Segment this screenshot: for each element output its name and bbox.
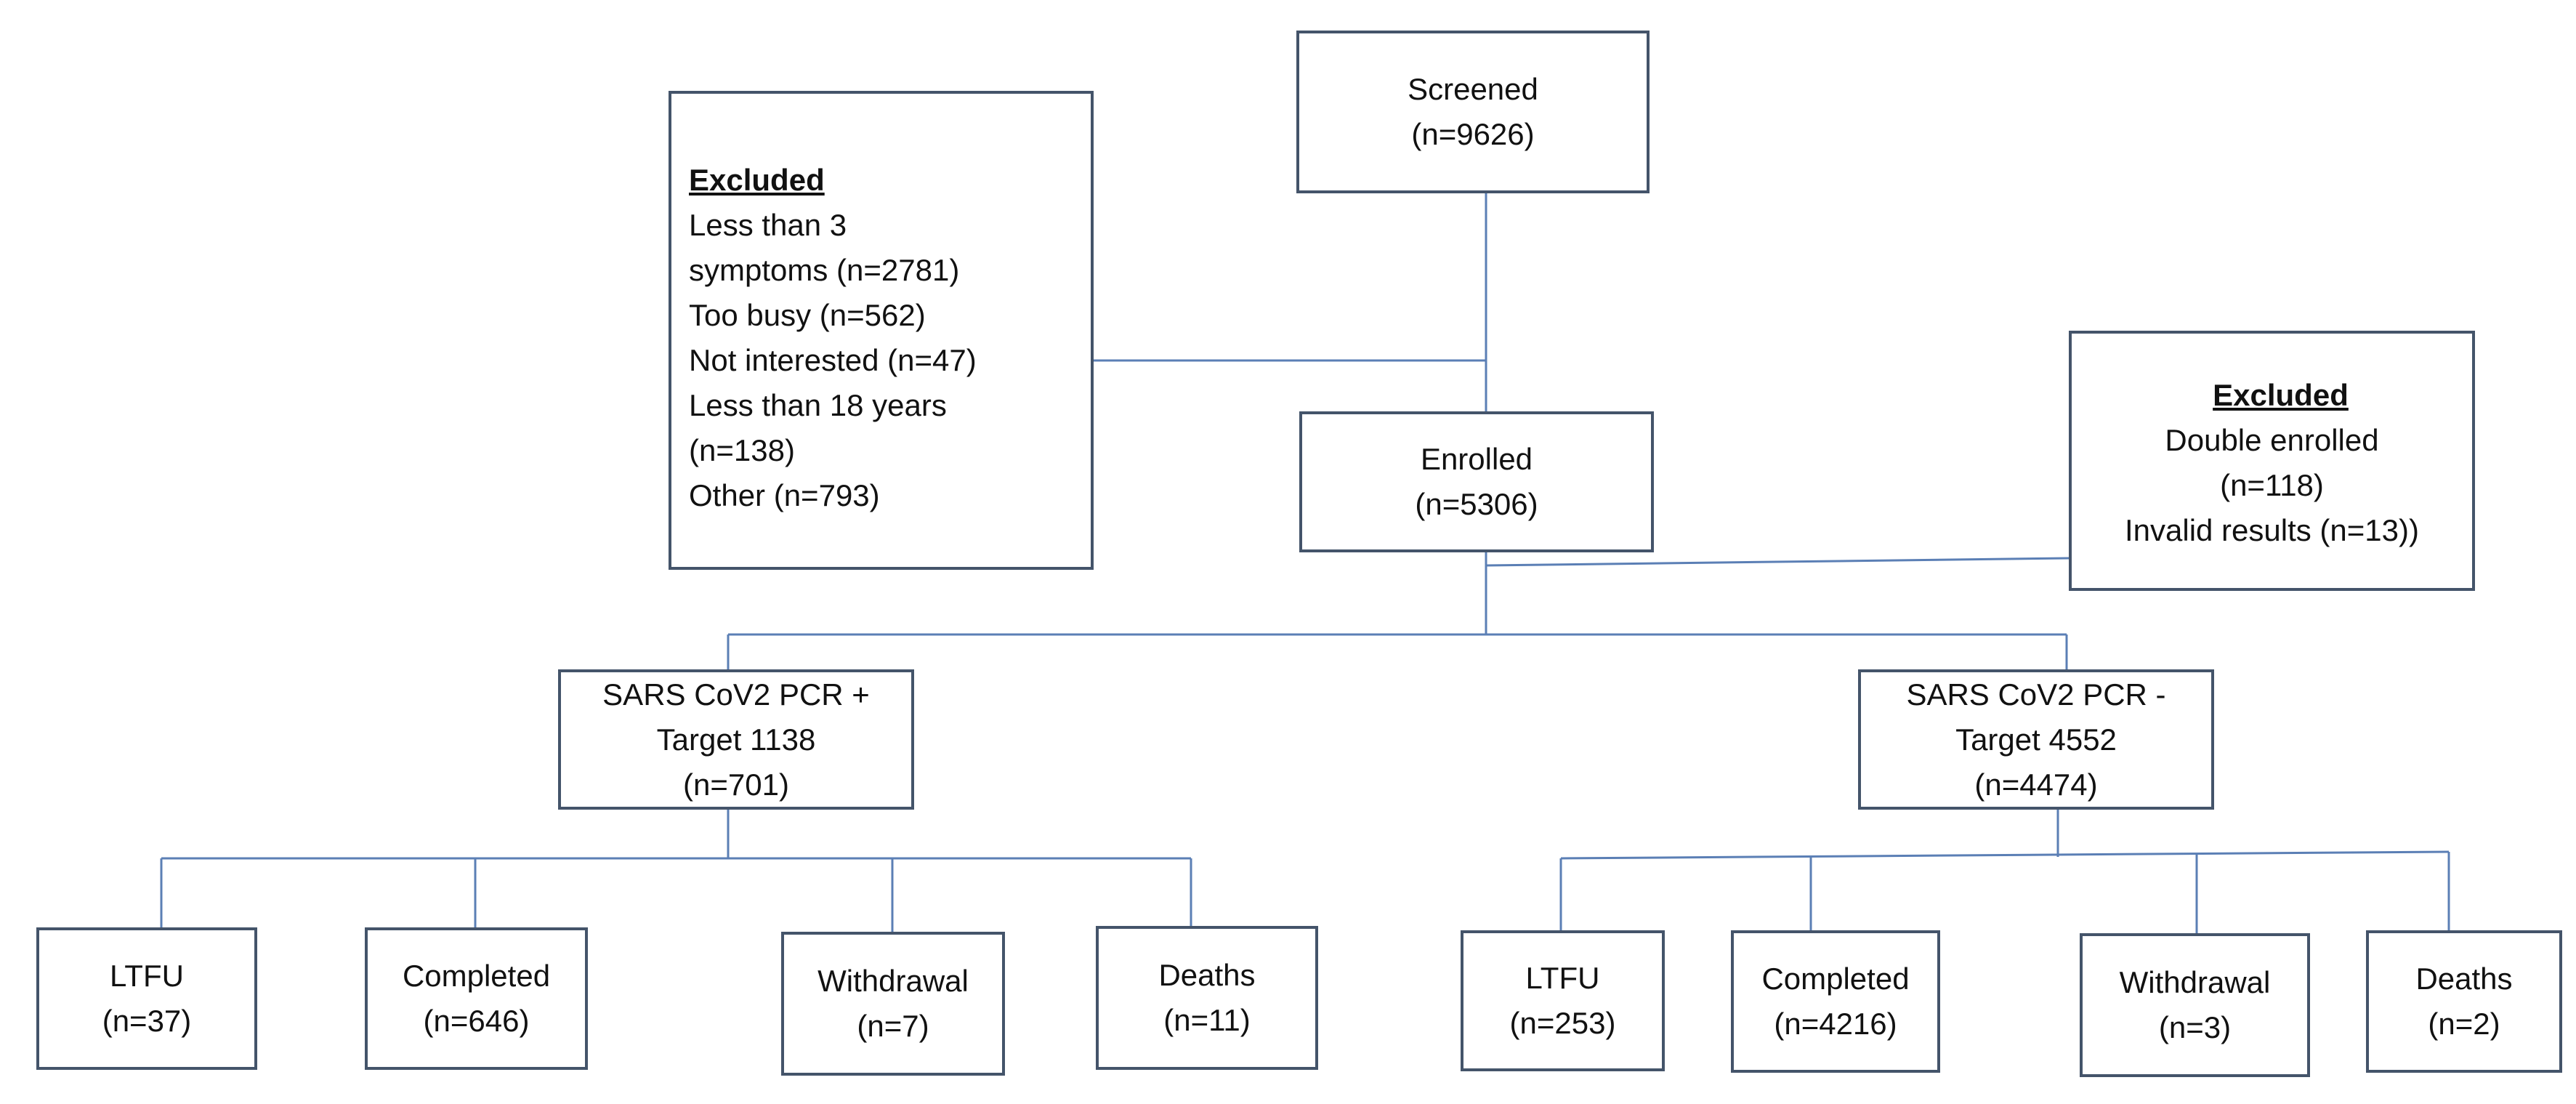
outcome-count: (n=11) bbox=[1163, 1003, 1251, 1037]
outcome-count: (n=2) bbox=[2428, 1007, 2500, 1041]
pcr-positive-count: (n=701) bbox=[683, 767, 789, 802]
screened-count: (n=9626) bbox=[1411, 117, 1535, 151]
excluded-screening-reason: (n=138) bbox=[689, 433, 795, 467]
excluded-screening-reason: Too busy (n=562) bbox=[689, 298, 926, 332]
excluded-enrollment-heading: Excluded bbox=[2213, 378, 2349, 412]
excluded-screening-reason: Other (n=793) bbox=[689, 478, 880, 512]
outcome-box-positive-ltfu: LTFU (n=37) bbox=[36, 927, 257, 1070]
outcome-box-positive-completed: Completed (n=646) bbox=[365, 927, 588, 1070]
enrolled-count: (n=5306) bbox=[1415, 487, 1538, 521]
excluded-screening-reason: Less than 18 years bbox=[689, 388, 947, 422]
outcome-label: Withdrawal bbox=[2119, 965, 2271, 999]
excluded-screening-reason: Less than 3 bbox=[689, 208, 847, 242]
outcome-label: LTFU bbox=[1525, 961, 1600, 995]
pcr-negative-box: SARS CoV2 PCR - Target 4552 (n=4474) bbox=[1858, 669, 2214, 810]
pcr-positive-box: SARS CoV2 PCR + Target 1138 (n=701) bbox=[558, 669, 914, 810]
outcome-label: Completed bbox=[402, 959, 551, 993]
outcome-count: (n=646) bbox=[423, 1004, 530, 1038]
excluded-screening-heading: Excluded bbox=[689, 163, 825, 197]
excluded-enrollment-box: Excluded Double enrolled (n=118) Invalid… bbox=[2069, 331, 2475, 591]
outcome-count: (n=253) bbox=[1509, 1006, 1616, 1040]
outcome-box-negative-withdrawal: Withdrawal (n=3) bbox=[2080, 933, 2310, 1077]
pcr-negative-label: SARS CoV2 PCR - bbox=[1906, 677, 2166, 712]
excluded-screening-box: Excluded Less than 3 symptoms (n=2781) T… bbox=[669, 91, 1094, 570]
connector-excluded-enrollment bbox=[1485, 557, 2070, 567]
outcome-label: LTFU bbox=[110, 959, 184, 993]
screened-label: Screened bbox=[1408, 72, 1538, 106]
outcome-label: Completed bbox=[1761, 962, 1910, 996]
outcome-count: (n=37) bbox=[102, 1004, 192, 1038]
outcome-count: (n=3) bbox=[2158, 1010, 2232, 1044]
excluded-screening-reason: symptoms (n=2781) bbox=[689, 253, 960, 287]
screened-box: Screened (n=9626) bbox=[1296, 31, 1650, 193]
connector-negative-split bbox=[1560, 850, 2450, 860]
pcr-positive-label: SARS CoV2 PCR + bbox=[602, 677, 870, 712]
outcome-box-positive-deaths: Deaths (n=11) bbox=[1096, 926, 1318, 1070]
outcome-box-positive-withdrawal: Withdrawal (n=7) bbox=[781, 932, 1005, 1076]
outcome-label: Deaths bbox=[1158, 958, 1256, 992]
outcome-count: (n=4216) bbox=[1774, 1007, 1897, 1041]
pcr-negative-count: (n=4474) bbox=[1974, 767, 2098, 802]
pcr-positive-target: Target 1138 bbox=[656, 722, 816, 757]
outcome-count: (n=7) bbox=[857, 1009, 929, 1043]
excluded-enrollment-reason: (n=118) bbox=[2220, 468, 2324, 502]
excluded-enrollment-reason: Invalid results (n=13)) bbox=[2124, 513, 2419, 547]
outcome-label: Withdrawal bbox=[817, 964, 969, 998]
enrolled-box: Enrolled (n=5306) bbox=[1299, 411, 1654, 552]
outcome-box-negative-completed: Completed (n=4216) bbox=[1731, 930, 1940, 1073]
outcome-label: Deaths bbox=[2415, 962, 2513, 996]
excluded-enrollment-reason: Double enrolled bbox=[2165, 423, 2379, 457]
pcr-negative-target: Target 4552 bbox=[1955, 722, 2117, 757]
enrolled-label: Enrolled bbox=[1420, 442, 1533, 476]
outcome-box-negative-deaths: Deaths (n=2) bbox=[2366, 930, 2562, 1073]
outcome-box-negative-ltfu: LTFU (n=253) bbox=[1461, 930, 1665, 1071]
excluded-screening-reason: Not interested (n=47) bbox=[689, 343, 977, 377]
